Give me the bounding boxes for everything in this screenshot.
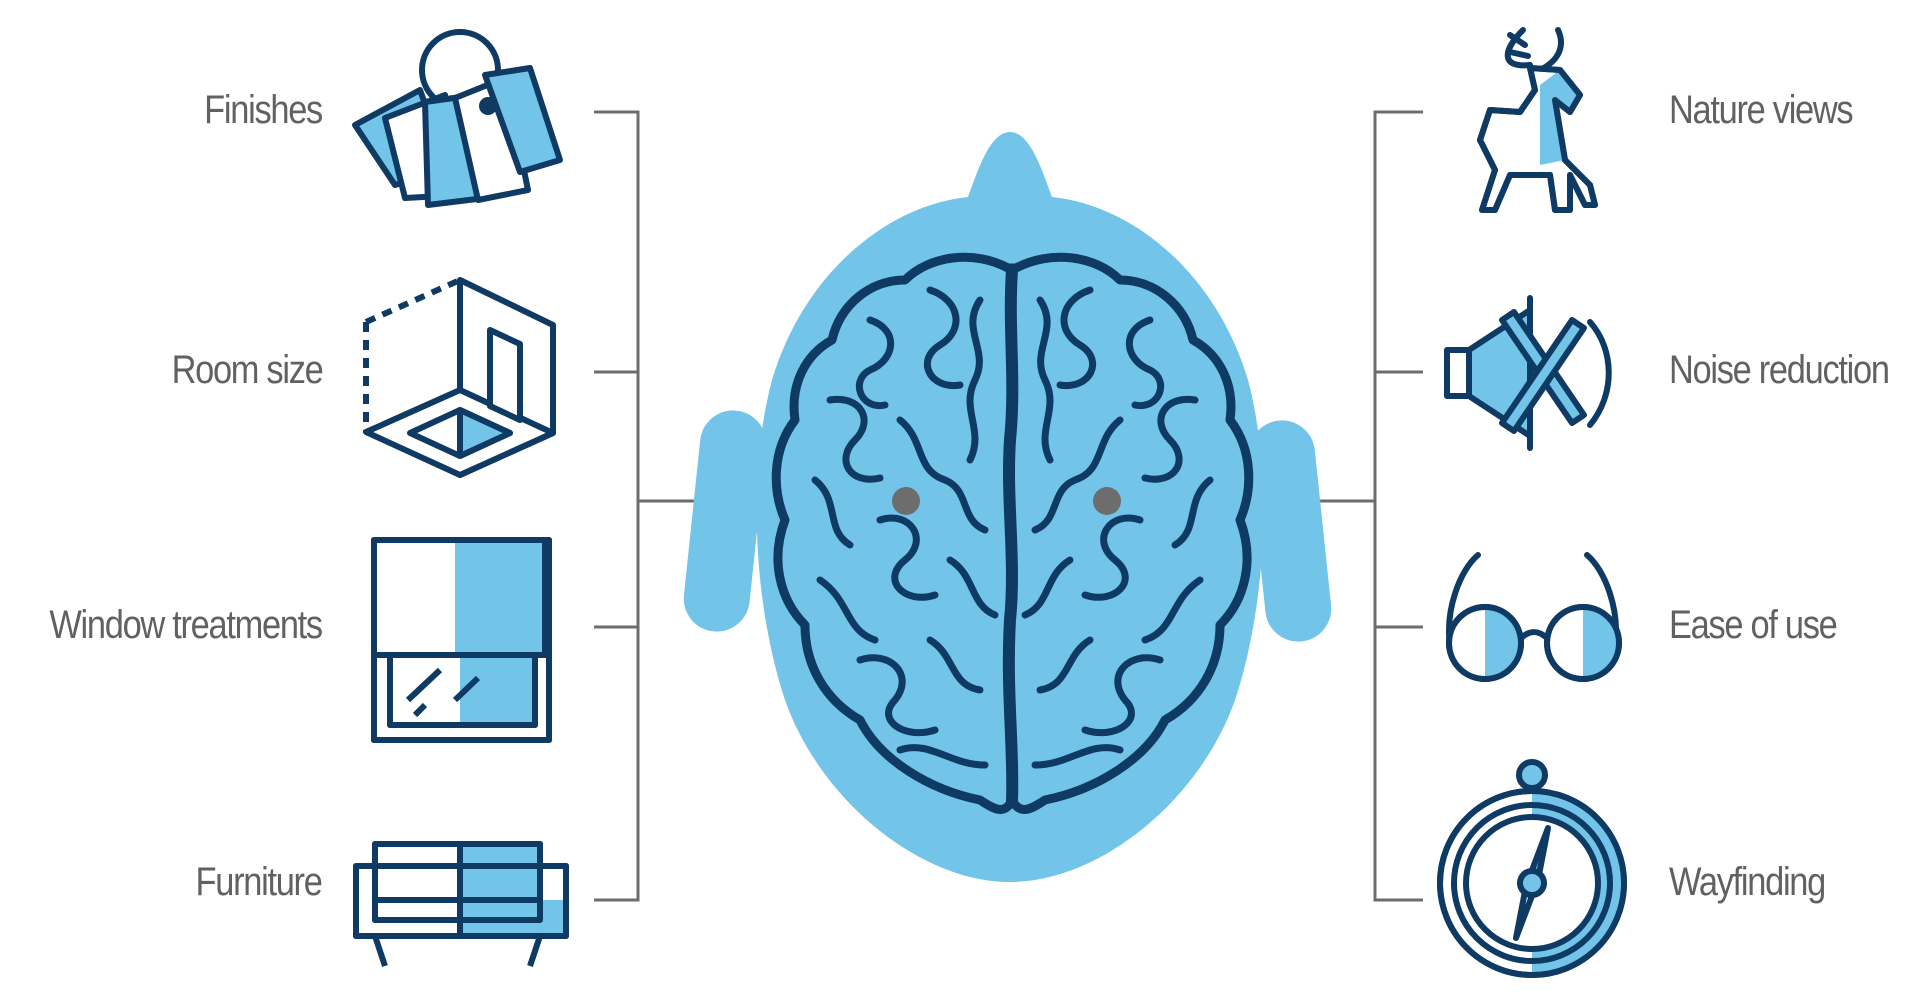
left-ear-shape	[683, 410, 767, 632]
right-label-nature-views: Nature views	[1669, 88, 1854, 132]
deer-icon	[1477, 27, 1598, 213]
right-label-wayfinding: Wayfinding	[1669, 860, 1826, 904]
brain-fissure	[1002, 264, 1019, 806]
right-ear-shape	[1248, 420, 1332, 642]
sofa-icon	[353, 841, 569, 967]
left-label-room-size: Room size	[171, 348, 323, 392]
left-label-furniture: Furniture	[195, 860, 323, 904]
head-brain-icon	[683, 132, 1332, 882]
compass-icon	[1437, 759, 1627, 978]
left-connection-dot	[892, 487, 920, 515]
swatch-ring-icon	[352, 29, 563, 208]
right-label-ease-of-use: Ease of use	[1669, 603, 1838, 647]
left-label-window-treatments: Window treatments	[49, 603, 324, 647]
left-label-finishes: Finishes	[204, 88, 323, 132]
right-label-noise-reduction: Noise reduction	[1669, 348, 1890, 392]
right-connection-dot	[1093, 487, 1121, 515]
brain-gyri	[811, 286, 1214, 769]
room-cube-icon	[363, 277, 556, 478]
glasses-icon	[1446, 552, 1622, 682]
muted-speaker-icon	[1444, 295, 1612, 451]
window-shade-icon	[371, 537, 552, 743]
